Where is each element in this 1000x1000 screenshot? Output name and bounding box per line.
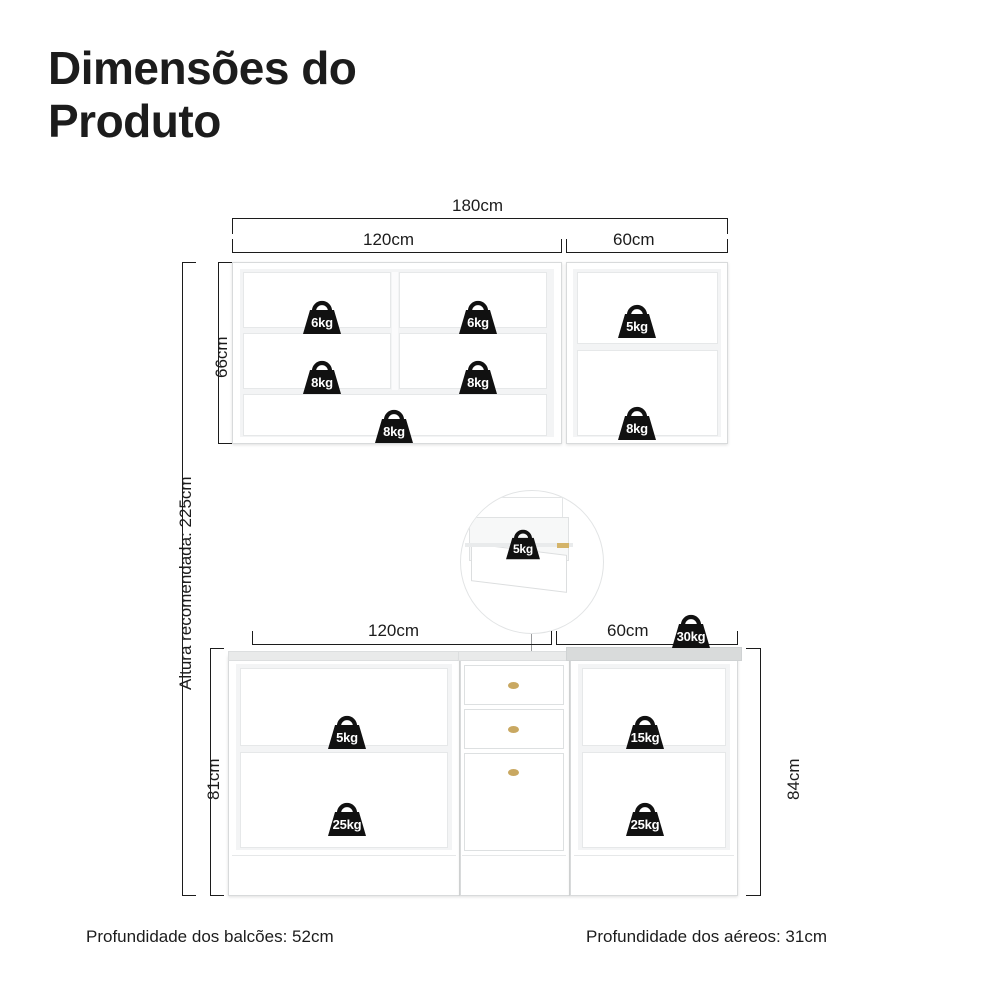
upper-right-width-line — [566, 252, 728, 253]
weight-badge-lower-right-bottom: 25kg — [617, 800, 673, 840]
lower-drawer-countertop — [458, 651, 572, 661]
weight-badge-label: 30kg — [676, 629, 706, 644]
footnote-aereos: Profundidade dos aéreos: 31cm — [586, 927, 827, 946]
drawer-callout: 5kg — [460, 490, 604, 634]
lower-right-countertop — [566, 647, 742, 661]
weight-badge-label: 8kg — [626, 421, 648, 436]
lower-right-height-label: 84cm — [784, 758, 803, 800]
lower-left-width-tick-left — [252, 631, 253, 645]
weight-icon — [506, 529, 540, 560]
lower-left-height-tick-top — [210, 648, 224, 649]
page-title: Dimensões do Produto — [48, 42, 568, 149]
overall-height-tick-top — [182, 262, 196, 263]
overall-height-tick-bottom — [182, 895, 196, 896]
weight-badge-label: 5kg — [336, 730, 358, 745]
weight-badge-upper-left-mid-1: 8kg — [294, 358, 350, 398]
upper-left-divider — [392, 272, 398, 390]
upper-left-width-line — [232, 252, 562, 253]
overall-height-label: Altura recomendada: 225cm — [176, 476, 195, 690]
upper-height-line — [218, 262, 219, 444]
lower-left-height-line — [210, 648, 211, 896]
lower-left-width-line — [252, 644, 552, 645]
lower-right-width-tick-left — [556, 631, 557, 645]
drawer-callout-leader-line — [531, 634, 532, 662]
drawer-handle-2 — [508, 726, 519, 733]
weight-icon — [328, 802, 366, 836]
lower-left-plinth — [232, 855, 456, 891]
weight-icon — [303, 360, 341, 394]
weight-badge-countertop: 30kg — [663, 612, 719, 652]
weight-badge-label: 6kg — [311, 315, 333, 330]
weight-badge-lower-left-bottom: 25kg — [319, 800, 375, 840]
page-title-line2: Produto — [48, 95, 221, 148]
weight-badge-upper-left-top-2: 6kg — [450, 298, 506, 338]
lower-right-width-tick-right — [737, 631, 738, 645]
weight-badge-label: 5kg — [512, 542, 534, 556]
weight-badge-upper-left-top-1: 6kg — [294, 298, 350, 338]
weight-badge-lower-right-top: 15kg — [617, 713, 673, 753]
upper-left-width-label: 120cm — [363, 230, 415, 249]
lower-right-height-tick-bottom — [746, 895, 760, 896]
upper-height-tick-top — [218, 262, 232, 263]
weight-badge-label: 5kg — [626, 319, 648, 334]
lower-left-height-label: 81cm — [204, 758, 223, 800]
lower-left-countertop — [228, 651, 460, 661]
weight-icon — [618, 406, 656, 440]
upper-left-width-tick-left — [232, 239, 233, 253]
lower-right-height-line — [760, 648, 761, 896]
upper-total-width-tick-left — [232, 218, 233, 234]
upper-right-width-tick-left — [566, 239, 567, 253]
upper-right-width-label: 60cm — [613, 230, 655, 249]
door-handle-lower — [508, 769, 519, 776]
weight-badge-drawer: 5kg — [498, 527, 548, 563]
upper-total-width-line — [232, 218, 728, 219]
weight-badge-label: 6kg — [467, 315, 489, 330]
upper-total-width-tick-right — [727, 218, 728, 234]
weight-badge-upper-right-top: 5kg — [609, 302, 665, 342]
lower-left-width-label: 120cm — [368, 621, 420, 640]
weight-icon — [626, 715, 664, 749]
upper-height-tick-bottom — [218, 443, 232, 444]
lower-drawer-plinth — [462, 855, 566, 891]
weight-badge-label: 25kg — [630, 817, 660, 832]
weight-badge-label: 15kg — [630, 730, 660, 745]
upper-right-width-tick-right — [727, 239, 728, 253]
upper-height-label: 66cm — [212, 336, 231, 378]
weight-badge-upper-left-mid-2: 8kg — [450, 358, 506, 398]
lower-left-height-tick-bottom — [210, 895, 224, 896]
upper-total-width-label: 180cm — [452, 196, 504, 215]
lower-right-height-tick-top — [746, 648, 760, 649]
weight-icon — [375, 409, 413, 443]
door-front-lower — [464, 753, 564, 851]
lower-right-width-line — [556, 644, 738, 645]
drawer-handle-1 — [508, 682, 519, 689]
upper-left-width-tick-right — [561, 239, 562, 253]
weight-icon — [303, 300, 341, 334]
weight-badge-lower-left-top: 5kg — [319, 713, 375, 753]
weight-badge-upper-right-bottom: 8kg — [609, 404, 665, 444]
overall-height-line — [182, 262, 183, 896]
weight-icon — [626, 802, 664, 836]
lower-right-plinth — [574, 855, 734, 891]
page-title-line1: Dimensões do — [48, 42, 357, 94]
weight-badge-label: 8kg — [383, 424, 405, 439]
weight-icon — [328, 715, 366, 749]
lower-right-width-label: 60cm — [607, 621, 649, 640]
weight-icon — [459, 360, 497, 394]
lower-left-width-tick-right — [551, 631, 552, 645]
weight-badge-label: 8kg — [311, 375, 333, 390]
weight-icon — [618, 304, 656, 338]
footnote-balcoes: Profundidade dos balcões: 52cm — [86, 927, 334, 946]
weight-badge-label: 25kg — [332, 817, 362, 832]
weight-icon — [672, 614, 710, 648]
weight-icon — [459, 300, 497, 334]
weight-badge-upper-left-bottom: 8kg — [366, 407, 422, 447]
upper-right-niche-top — [577, 272, 718, 344]
drawer-handle — [557, 543, 569, 548]
weight-badge-label: 8kg — [467, 375, 489, 390]
